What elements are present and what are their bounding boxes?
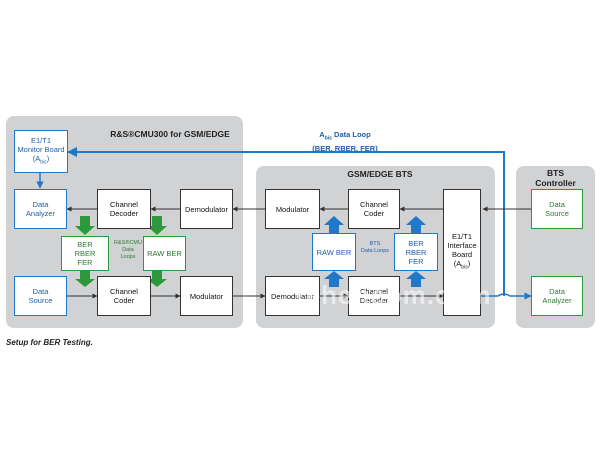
cmu-demodulator: Demodulator — [180, 189, 233, 229]
controller-title-line2: Controller — [535, 178, 576, 188]
bts-interface-board: E1/T1 Interface Board (Abis) — [443, 189, 481, 316]
bts-blue-arrow-left-bottom — [324, 271, 344, 287]
cmu-green-arrow-left-bottom — [75, 271, 95, 287]
controller-title: BTS Controller — [516, 168, 595, 188]
bts-blue-arrow-right-top — [406, 216, 426, 233]
bts-title: GSM/EDGE BTS — [347, 169, 413, 179]
cmu-green-arrow-mid-bottom — [147, 271, 167, 287]
bts-demodulator: Demodulator — [265, 276, 320, 316]
cmu-modulator: Modulator — [180, 276, 233, 316]
figure-caption: Setup for BER Testing. — [6, 338, 93, 347]
bts-interface-to-controller-line — [481, 292, 532, 300]
bts-blue-arrow-left-top — [324, 216, 344, 233]
controller-title-line1: BTS — [547, 168, 564, 178]
cmu-monitor-board: E1/T1 Monitor Board (Abis) — [14, 130, 68, 173]
cmu300-title: R&S®CMU300 for GSM/EDGE — [110, 129, 230, 139]
bts-modulator: Modulator — [265, 189, 320, 229]
bts-raw-ber: RAW BER — [312, 233, 356, 271]
cmu-green-arrow-mid-top — [147, 216, 167, 235]
cmu-raw-ber: RAW BER — [143, 236, 186, 271]
bts-blue-arrow-right-bottom — [406, 271, 426, 287]
cmu-green-arrow-left-top — [75, 216, 95, 235]
abis-loop-label: Abis Data Loop (BER, RBER, FER) — [312, 130, 378, 153]
